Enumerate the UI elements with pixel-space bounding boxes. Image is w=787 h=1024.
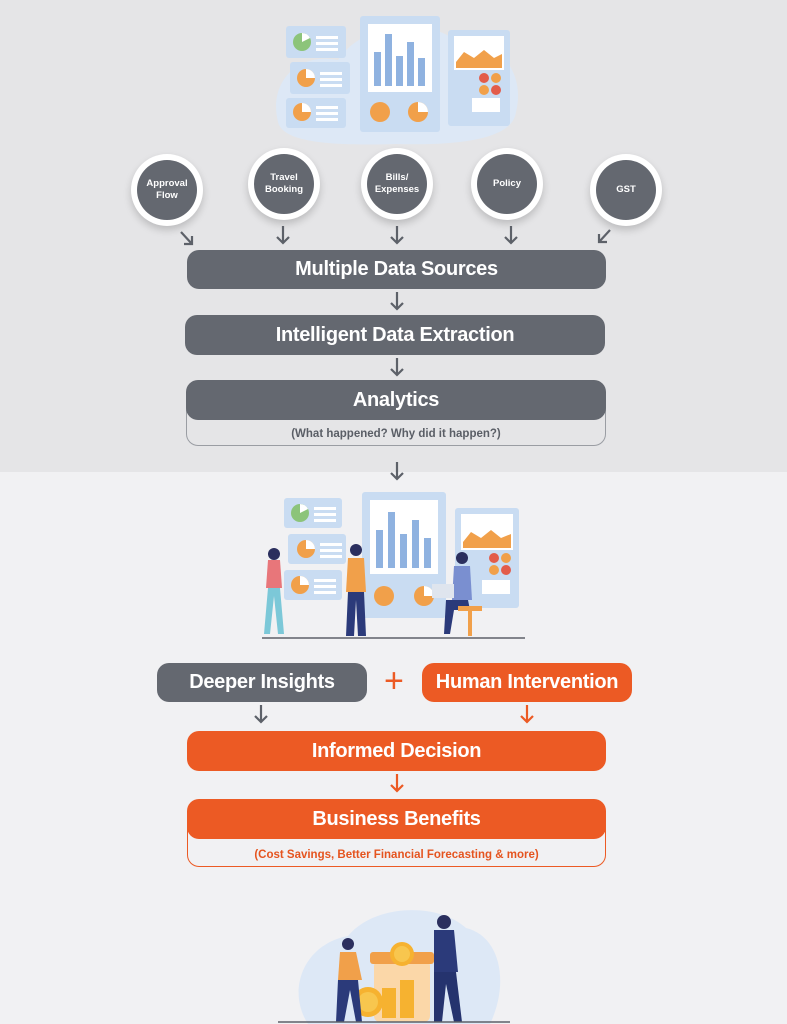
source-label: Policy <box>477 154 537 214</box>
arrow-bills-icon <box>390 226 404 245</box>
business-benefits-subtitle-box: (Cost Savings, Better Financial Forecast… <box>187 820 606 867</box>
informed-decision-step: Informed Decision <box>187 731 606 771</box>
arrow-down-icon <box>390 462 404 481</box>
analytics-subtitle-box: (What happened? Why did it happen?) <box>186 400 606 446</box>
deeper-insights-step: Deeper Insights <box>157 663 367 702</box>
source-travel-booking: Travel Booking <box>248 148 320 220</box>
team-analytics-illustration <box>262 492 525 639</box>
multiple-data-sources-step: Multiple Data Sources <box>187 250 606 289</box>
business-benefits-step: Business Benefits <box>187 799 606 839</box>
arrow-down-icon <box>390 292 404 311</box>
source-policy: Policy <box>471 148 543 220</box>
human-intervention-step: Human Intervention <box>422 663 632 702</box>
analytics-step: Analytics <box>186 380 606 420</box>
business-benefits-subtitle: (Cost Savings, Better Financial Forecast… <box>254 849 539 861</box>
source-label: GST <box>596 160 656 220</box>
arrow-down-icon <box>254 705 268 724</box>
arrow-down-icon <box>390 358 404 377</box>
arrow-approval-icon <box>180 231 194 246</box>
intelligent-data-extraction-step: Intelligent Data Extraction <box>185 315 605 355</box>
dashboard-illustration <box>276 16 519 145</box>
savings-jar-illustration <box>278 910 510 1024</box>
plus-sign: + <box>384 662 404 700</box>
source-approval-flow: Approval Flow <box>131 154 203 226</box>
source-label: Approval Flow <box>137 160 197 220</box>
source-bills-expenses: Bills/ Expenses <box>361 148 433 220</box>
arrow-down-orange-icon <box>520 705 534 724</box>
arrow-travel-icon <box>276 226 290 245</box>
source-gst: GST <box>590 154 662 226</box>
arrow-gst-icon <box>597 229 611 244</box>
arrow-policy-icon <box>504 226 518 245</box>
arrow-down-orange-icon <box>390 774 404 793</box>
source-label: Bills/ Expenses <box>367 154 427 214</box>
analytics-subtitle: (What happened? Why did it happen?) <box>291 428 501 440</box>
source-label: Travel Booking <box>254 154 314 214</box>
